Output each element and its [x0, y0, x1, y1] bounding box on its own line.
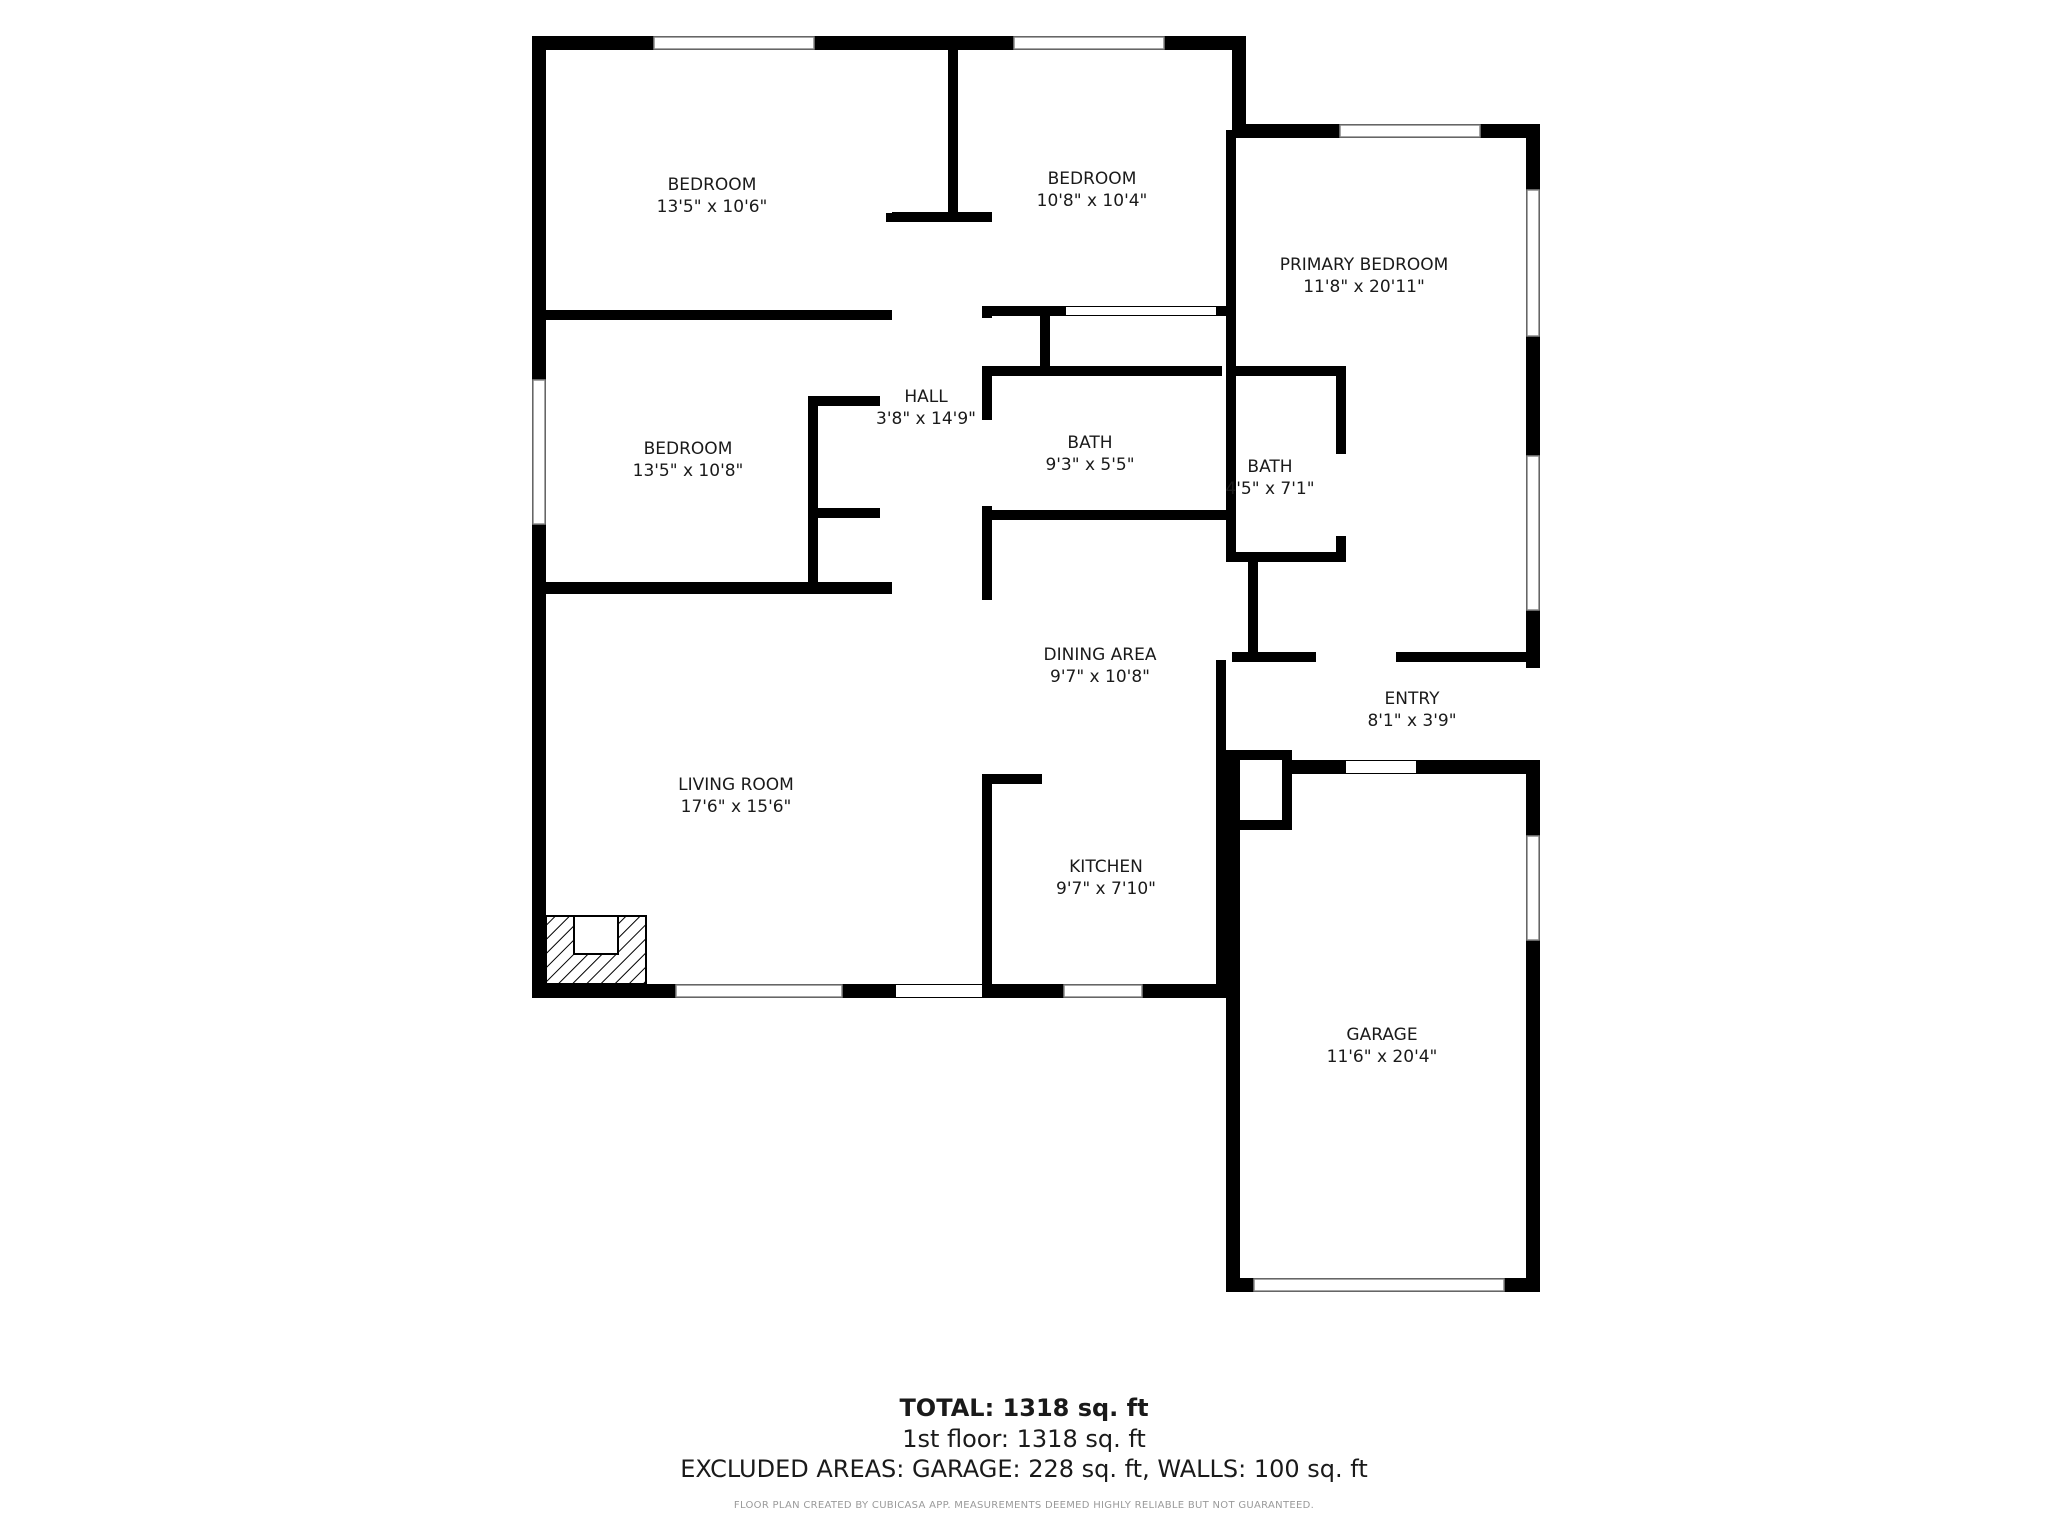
room-label-bath-primary: BATH 4'5" x 7'1"	[1225, 457, 1314, 499]
room-dimensions: 9'7" x 10'8"	[1050, 667, 1150, 687]
room-label-bedroom-middle-left: BEDROOM 13'5" x 10'8"	[633, 439, 744, 481]
total-area: TOTAL: 1318 sq. ft	[899, 1394, 1149, 1422]
room-label-primary-bedroom: PRIMARY BEDROOM 11'8" x 20'11"	[1280, 255, 1449, 297]
room-dimensions: 10'8" x 10'4"	[1037, 191, 1148, 211]
room-name: DINING AREA	[1044, 645, 1157, 665]
walls	[532, 36, 1540, 1292]
room-dimensions: 8'1" x 3'9"	[1367, 711, 1456, 731]
room-dimensions: 11'6" x 20'4"	[1327, 1047, 1438, 1067]
room-name: LIVING ROOM	[678, 775, 794, 795]
room-dimensions: 13'5" x 10'8"	[633, 461, 744, 481]
room-name: GARAGE	[1346, 1025, 1417, 1045]
floor-area: 1st floor: 1318 sq. ft	[902, 1425, 1146, 1453]
room-label-dining-area: DINING AREA 9'7" x 10'8"	[1044, 645, 1157, 687]
room-label-entry: ENTRY 8'1" x 3'9"	[1367, 689, 1456, 731]
room-dimensions: 13'5" x 10'6"	[657, 197, 768, 217]
room-name: BATH	[1247, 457, 1292, 477]
room-label-kitchen: KITCHEN 9'7" x 7'10"	[1056, 857, 1156, 899]
excluded-areas: EXCLUDED AREAS: GARAGE: 228 sq. ft, WALL…	[680, 1455, 1368, 1483]
room-dimensions: 3'8" x 14'9"	[876, 409, 976, 429]
room-label-hall: HALL 3'8" x 14'9"	[876, 387, 976, 429]
room-name: HALL	[904, 387, 948, 407]
room-label-living-room: LIVING ROOM 17'6" x 15'6"	[678, 775, 794, 817]
room-name: KITCHEN	[1069, 857, 1143, 877]
room-name: PRIMARY BEDROOM	[1280, 255, 1449, 275]
room-dimensions: 9'7" x 7'10"	[1056, 879, 1156, 899]
room-dimensions: 9'3" x 5'5"	[1045, 455, 1134, 475]
room-name: BEDROOM	[668, 175, 757, 195]
room-label-bedroom-top-middle: BEDROOM 10'8" x 10'4"	[1037, 169, 1148, 211]
room-dimensions: 4'5" x 7'1"	[1225, 479, 1314, 499]
room-name: BATH	[1067, 433, 1112, 453]
room-name: ENTRY	[1385, 689, 1441, 709]
disclaimer: FLOOR PLAN CREATED BY CUBICASA APP. MEAS…	[733, 1500, 1315, 1511]
room-name: BEDROOM	[644, 439, 733, 459]
windows	[532, 36, 1540, 1292]
door-openings	[880, 53, 1416, 997]
room-label-bath-main: BATH 9'3" x 5'5"	[1045, 433, 1134, 475]
fireplace	[545, 915, 647, 985]
room-dimensions: 11'8" x 20'11"	[1303, 277, 1425, 297]
room-dimensions: 17'6" x 15'6"	[681, 797, 792, 817]
room-label-bedroom-top-left: BEDROOM 13'5" x 10'6"	[657, 175, 768, 217]
room-name: BEDROOM	[1048, 169, 1137, 189]
room-label-garage: GARAGE 11'6" x 20'4"	[1327, 1025, 1438, 1067]
